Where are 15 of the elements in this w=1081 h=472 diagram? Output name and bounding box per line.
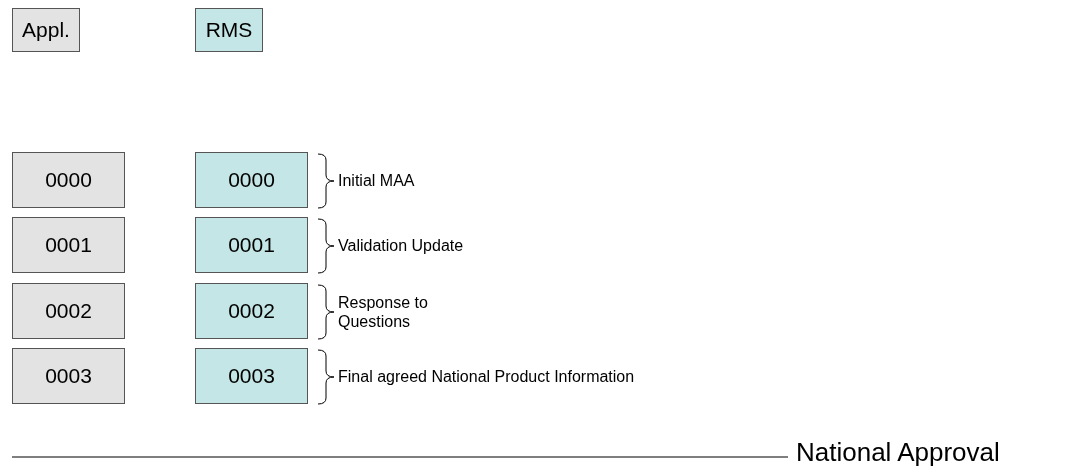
version-box: 0002 <box>12 283 125 339</box>
bracket-label: Response to Questions <box>338 293 429 331</box>
version-box: 0000 <box>12 152 125 208</box>
milestone-label: National Approval <box>796 437 1000 467</box>
version-box: 0000 <box>195 152 308 208</box>
version-box: 0002 <box>195 283 308 339</box>
version-box: 0001 <box>195 217 308 273</box>
bracket-label: Final agreed National Product Information <box>338 367 635 386</box>
bracket-label: Initial MAA <box>338 171 415 190</box>
version-box: Appl. <box>12 8 80 52</box>
version-box: 0001 <box>12 217 125 273</box>
version-box: 0003 <box>195 348 308 404</box>
bracket-label: Validation Update <box>338 236 464 255</box>
version-box: 0003 <box>12 348 125 404</box>
version-box: RMS <box>195 8 263 52</box>
